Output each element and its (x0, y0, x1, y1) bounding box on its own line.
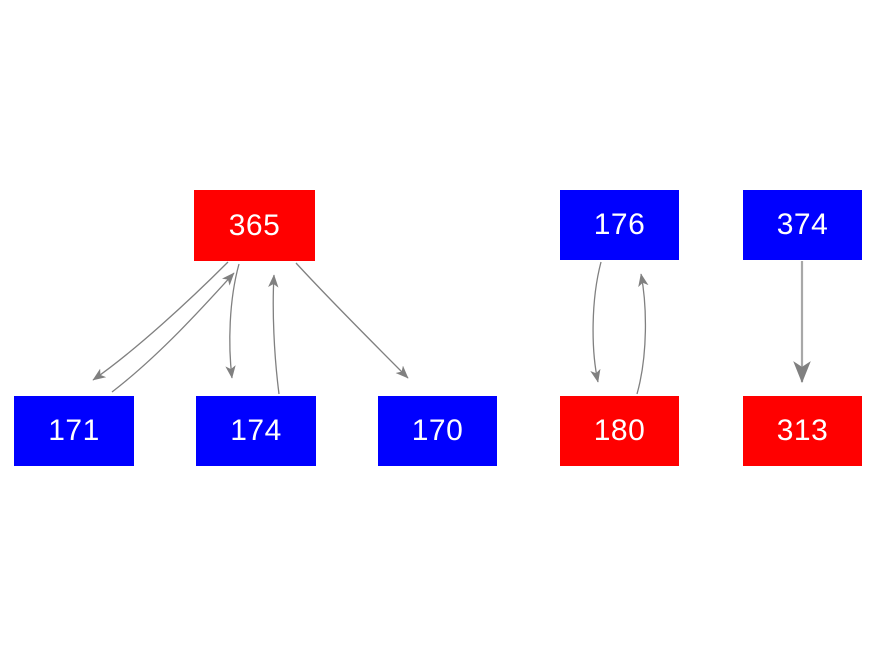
node-313[interactable]: 313 (743, 396, 862, 466)
node-label: 365 (228, 208, 281, 242)
node-174[interactable]: 174 (196, 396, 316, 466)
node-170[interactable]: 170 (378, 396, 497, 466)
node-label: 176 (593, 208, 646, 241)
node-label: 170 (411, 414, 464, 447)
edge-174-to-365 (268, 274, 280, 395)
node-label: 180 (593, 414, 646, 447)
node-365[interactable]: 365 (194, 190, 315, 261)
node-171[interactable]: 171 (14, 396, 134, 466)
node-label: 374 (776, 208, 829, 241)
node-label: 171 (48, 414, 100, 447)
edge-176-to-180 (590, 261, 602, 383)
edge-171-to-365 (111, 272, 235, 393)
node-label: 313 (776, 414, 829, 447)
edge-180-to-176 (636, 273, 649, 395)
edge-365-to-170 (295, 262, 409, 379)
node-374[interactable]: 374 (743, 190, 862, 260)
edge-365-to-171 (92, 261, 229, 381)
edge-365-to-174 (225, 263, 240, 379)
node-180[interactable]: 180 (560, 396, 679, 466)
node-label: 174 (230, 414, 282, 447)
node-176[interactable]: 176 (560, 190, 679, 260)
